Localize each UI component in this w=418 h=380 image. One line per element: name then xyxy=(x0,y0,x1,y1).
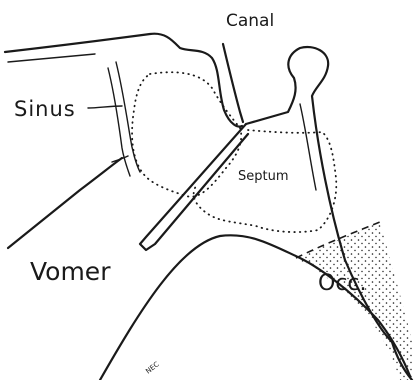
label-occ: Occ. xyxy=(318,271,367,296)
label-sinus: Sinus xyxy=(14,97,76,121)
septum-rod xyxy=(140,124,248,250)
label-septum: Septum xyxy=(238,169,289,184)
sinus-dotted-outline xyxy=(132,72,241,196)
upper-inner-line xyxy=(8,54,95,62)
label-vomer: Vomer xyxy=(30,257,111,286)
sinus-pointer xyxy=(88,106,122,108)
occipital-stipple-region xyxy=(296,222,412,380)
artist-initials: NEC xyxy=(144,360,160,375)
label-canal: Canal xyxy=(226,11,274,31)
vomer-line-upper xyxy=(8,158,122,248)
